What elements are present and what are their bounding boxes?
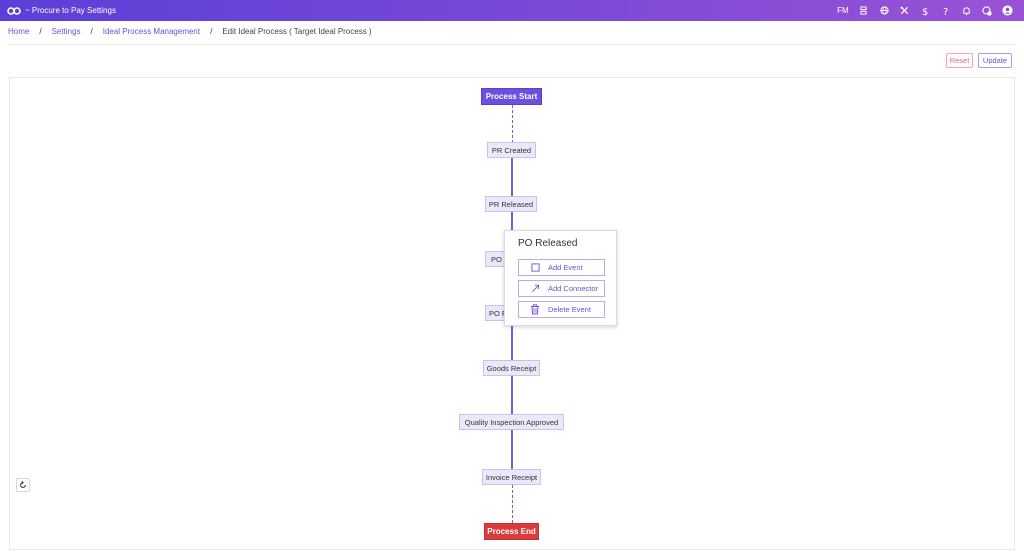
breadcrumb-settings[interactable]: Settings bbox=[51, 27, 81, 36]
header-actions: FM $ ? bbox=[833, 0, 1018, 21]
breadcrumb-ideal-process-management[interactable]: Ideal Process Management bbox=[102, 27, 201, 36]
divider bbox=[8, 44, 1016, 45]
event-node[interactable]: PO bbox=[485, 251, 507, 267]
connector[interactable] bbox=[511, 430, 513, 469]
add-connector-button[interactable]: Add Connector bbox=[518, 280, 605, 297]
breadcrumb: Home / Settings / Ideal Process Manageme… bbox=[8, 27, 372, 36]
breadcrumb-current: Edit Ideal Process ( Target Ideal Proces… bbox=[222, 27, 372, 36]
connector[interactable] bbox=[511, 158, 513, 197]
connector[interactable] bbox=[511, 485, 513, 523]
bell-icon[interactable] bbox=[956, 0, 977, 21]
event-node[interactable]: Quality Inspection Approved bbox=[459, 414, 564, 430]
delete-event-button[interactable]: Delete Event bbox=[518, 301, 605, 318]
add-event-label: Add Event bbox=[548, 263, 583, 272]
add-connector-label: Add Connector bbox=[548, 284, 599, 293]
app-logo-icon[interactable] bbox=[7, 6, 21, 15]
breadcrumb-separator: / bbox=[210, 27, 213, 36]
help-icon[interactable]: ? bbox=[936, 0, 957, 21]
trash-icon bbox=[529, 304, 541, 316]
event-node[interactable]: PR Created bbox=[487, 142, 536, 158]
globe-icon[interactable] bbox=[874, 0, 895, 21]
top-bar: ~ Procure to Pay Settings FM $ ? bbox=[0, 0, 1024, 21]
dollar-icon[interactable]: $ bbox=[915, 0, 936, 21]
process-end-node[interactable]: Process End bbox=[484, 523, 539, 540]
breadcrumb-separator: / bbox=[39, 27, 42, 36]
connector[interactable] bbox=[511, 321, 513, 360]
layers-icon[interactable] bbox=[853, 0, 874, 21]
tools-icon[interactable] bbox=[894, 0, 915, 21]
app-title: ~ Procure to Pay Settings bbox=[25, 6, 116, 15]
update-button[interactable]: Update bbox=[978, 53, 1012, 68]
process-start-node[interactable]: Process Start bbox=[481, 88, 542, 105]
user-initials[interactable]: FM bbox=[837, 6, 849, 15]
breadcrumb-separator: / bbox=[90, 27, 93, 36]
connector[interactable] bbox=[511, 105, 513, 143]
delete-event-label: Delete Event bbox=[548, 305, 591, 314]
svg-text:$: $ bbox=[922, 7, 928, 16]
connector[interactable] bbox=[511, 375, 513, 415]
event-node[interactable]: Invoice Receipt bbox=[482, 469, 541, 485]
context-menu-title: PO Released bbox=[518, 238, 578, 249]
add-event-button[interactable]: Add Event bbox=[518, 259, 605, 276]
refresh-icon bbox=[19, 481, 27, 489]
square-icon bbox=[529, 262, 541, 274]
reset-button[interactable]: Reset bbox=[946, 53, 973, 68]
reset-view-button[interactable] bbox=[16, 478, 30, 492]
event-node[interactable]: PR Released bbox=[485, 196, 537, 212]
settings-icon[interactable] bbox=[977, 0, 998, 21]
arrow-icon bbox=[529, 283, 541, 295]
event-node[interactable]: PO F bbox=[485, 305, 507, 321]
breadcrumb-home[interactable]: Home bbox=[8, 27, 30, 36]
svg-text:?: ? bbox=[943, 7, 948, 16]
event-context-menu: PO Released Add Event Add Connector Dele… bbox=[504, 230, 617, 326]
event-node[interactable]: Goods Receipt bbox=[483, 360, 540, 376]
account-icon[interactable] bbox=[997, 0, 1018, 21]
